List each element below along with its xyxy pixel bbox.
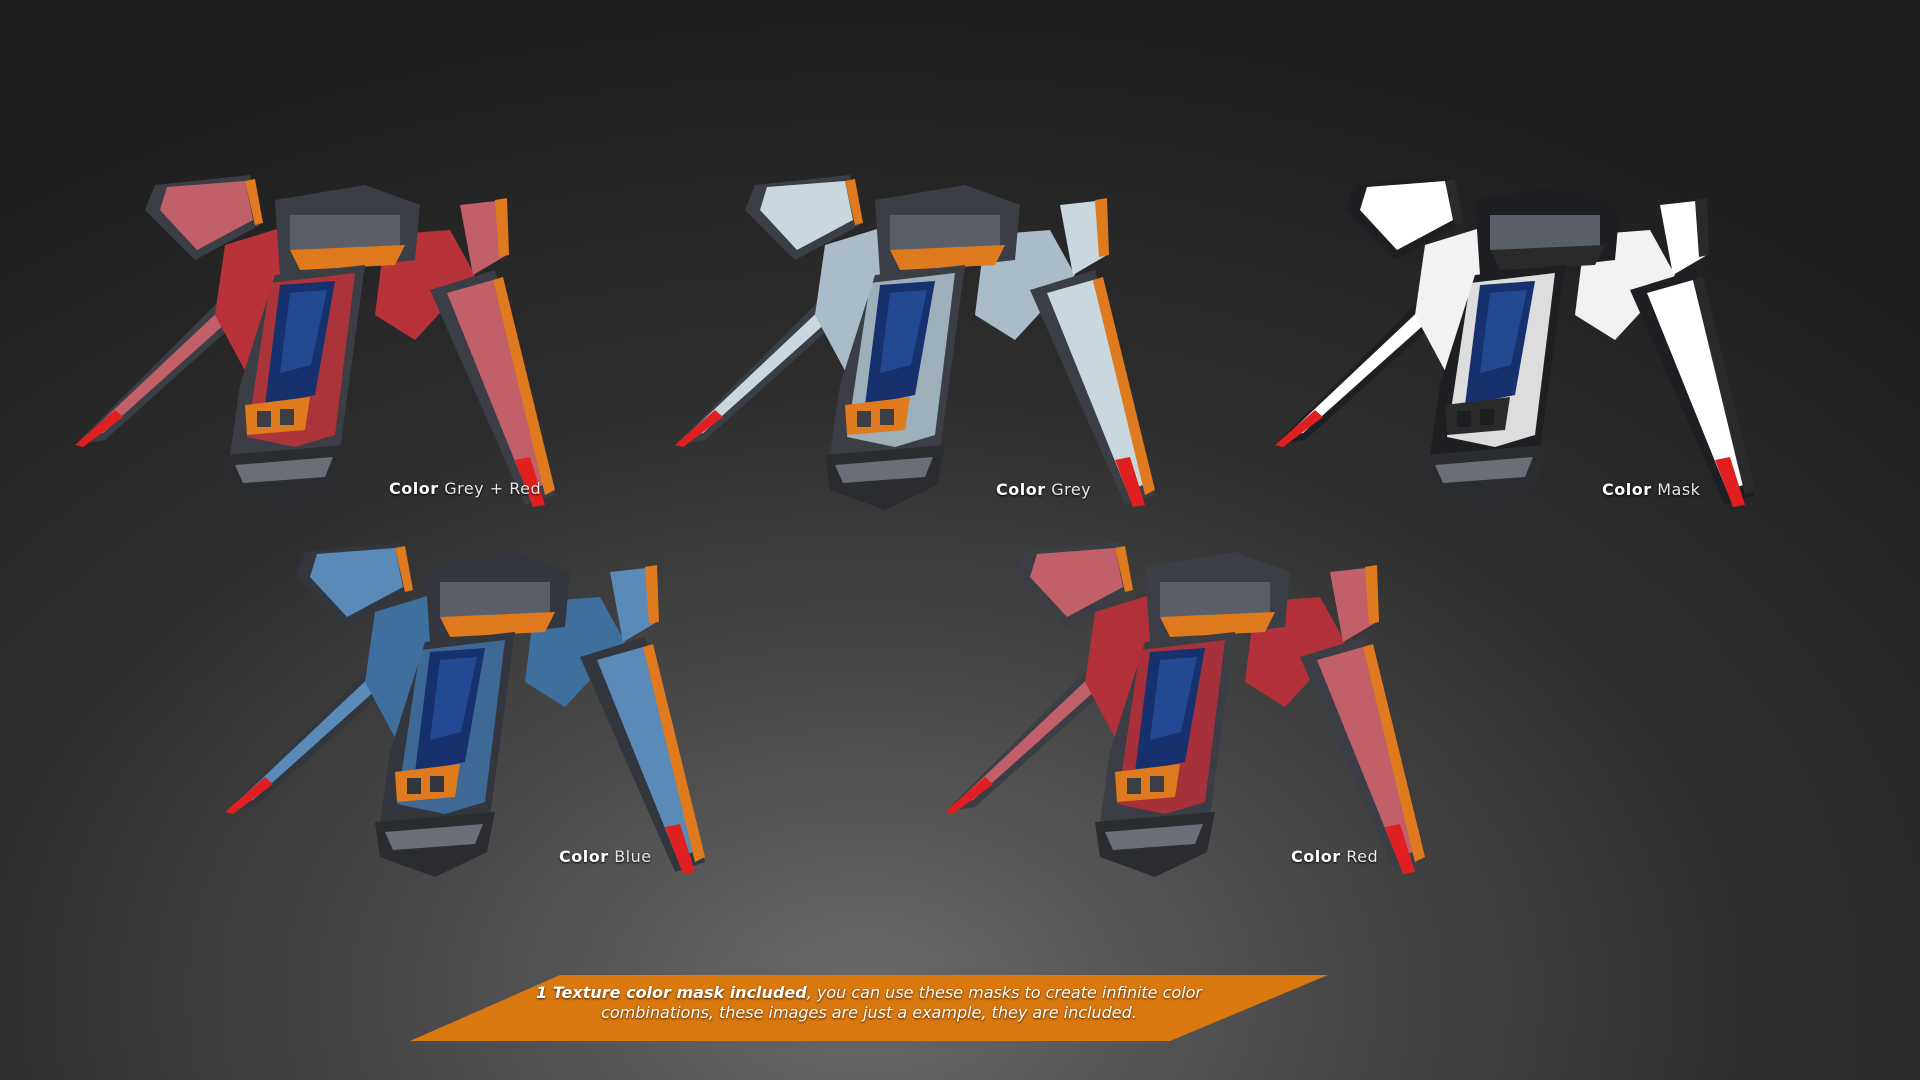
ship-render-blue <box>225 532 805 892</box>
variant-label-prefix: Color <box>1291 847 1341 866</box>
variant-label-name: Grey + Red <box>444 479 542 498</box>
variant-label-prefix: Color <box>1602 480 1652 499</box>
ship-render-grey-red <box>75 165 655 525</box>
ship-render-red <box>945 532 1525 892</box>
variant-label-prefix: Color <box>996 480 1046 499</box>
info-banner: 1 Texture color mask included, you can u… <box>410 975 1328 1041</box>
variant-label-name: Red <box>1346 847 1379 866</box>
variant-label-blue: Color Blue <box>559 847 652 866</box>
variant-label-grey: Color Grey <box>996 480 1091 499</box>
variant-label-name: Grey <box>1051 480 1092 499</box>
variant-label-grey-red: Color Grey + Red <box>389 479 541 498</box>
variant-label-prefix: Color <box>389 479 439 498</box>
variant-label-name: Blue <box>614 847 652 866</box>
ship-render-mask <box>1275 165 1855 525</box>
ship-render-grey <box>675 165 1255 525</box>
banner-bold-text: 1 Texture color mask included <box>536 983 807 1002</box>
variant-label-name: Mask <box>1657 480 1701 499</box>
variant-label-red: Color Red <box>1291 847 1378 866</box>
variant-label-prefix: Color <box>559 847 609 866</box>
banner-shape <box>410 975 1328 1041</box>
banner-text-line2: combinations, these images are just a ex… <box>601 1003 1137 1022</box>
banner-text-line1: , you can use these masks to create infi… <box>806 983 1202 1002</box>
variant-label-mask: Color Mask <box>1602 480 1700 499</box>
banner-text: 1 Texture color mask included, you can u… <box>410 983 1328 1023</box>
